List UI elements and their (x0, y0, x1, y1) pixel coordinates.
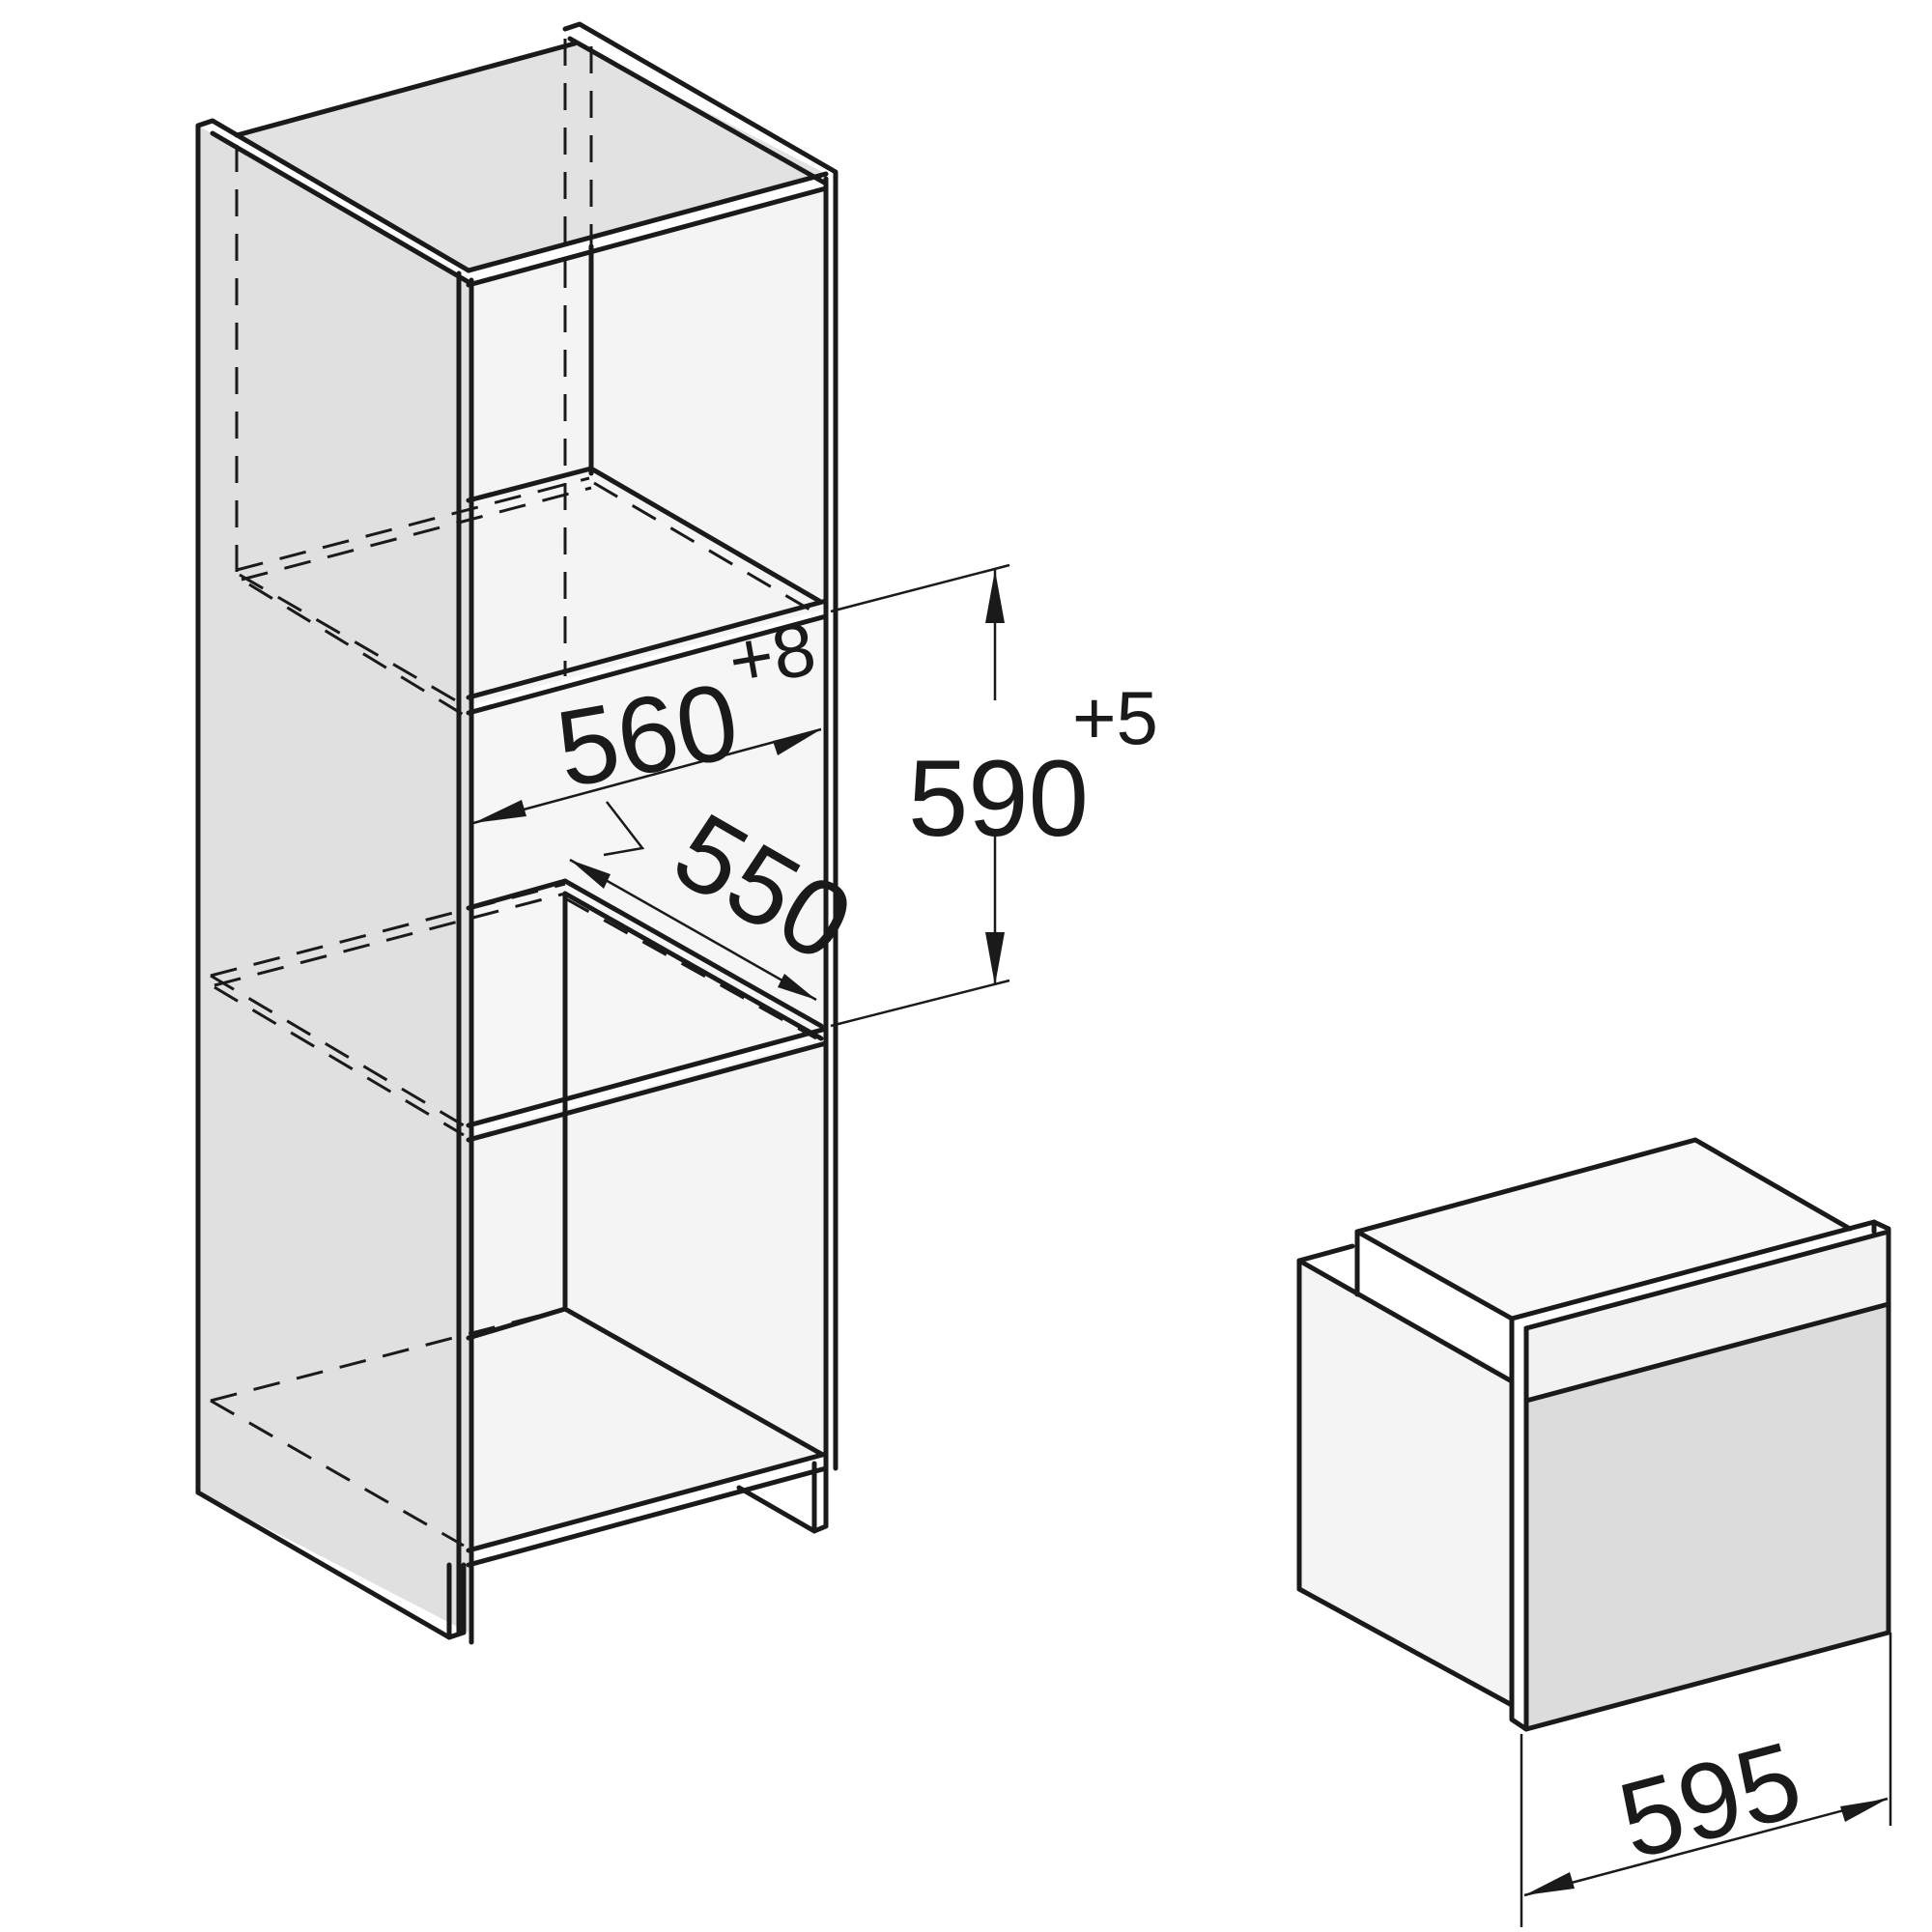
shelf-edge (466, 1026, 829, 1128)
appliance-front (1526, 1304, 1889, 1729)
cabinet-outline (195, 118, 471, 1495)
hidden-edge (213, 985, 465, 1137)
label-gap (974, 700, 1017, 836)
oven-niche (469, 618, 826, 1125)
dimension-line (472, 727, 822, 825)
shelf-edge (466, 613, 829, 716)
control-panel (1526, 1232, 1889, 1401)
oven-appliance (1296, 1137, 1891, 1732)
cabinet-outline (195, 1490, 467, 1640)
shelf-edge (466, 878, 568, 911)
appliance-outline (1354, 1137, 1853, 1297)
cabinet-outline (210, 130, 471, 285)
arrowhead (778, 974, 816, 1000)
niche-height-tolerance: +5 (1072, 675, 1158, 760)
appliance-outline (1296, 1586, 1515, 1708)
cabinet-outline (567, 36, 829, 186)
hidden-edge (236, 476, 590, 572)
appliance-outline (1296, 1258, 1515, 1384)
cabinet-outline (562, 21, 838, 1471)
cabinet-left-side (198, 126, 469, 1633)
base-edge (466, 1451, 829, 1553)
hidden-edge (241, 486, 592, 582)
appliance-outline (1523, 1229, 1891, 1331)
cabinet-outline (466, 171, 829, 273)
shelf-edge (466, 466, 594, 503)
shelf-edge (562, 891, 824, 1041)
arrowhead (985, 932, 1005, 985)
appliance-side (1299, 1261, 1512, 1705)
shelf-edge (466, 1040, 829, 1143)
hidden-edge (210, 974, 465, 1127)
shelf-edge (588, 466, 822, 604)
arrowhead (773, 729, 821, 755)
arrowhead (1840, 1799, 1888, 1822)
appliance-outline (1354, 1229, 1515, 1321)
base-edge (562, 1306, 824, 1457)
lower-compartment (469, 1038, 826, 1550)
shelf-edge (466, 598, 829, 700)
appliance-top (1357, 1140, 1850, 1319)
plinth (736, 1465, 829, 1534)
extension-line (830, 563, 1010, 613)
appliance-width-value: 595 (1607, 1719, 1813, 1882)
height-dimension: 590 +5 (830, 563, 1158, 1028)
hidden-edge (210, 1399, 465, 1548)
arrowhead (985, 570, 1005, 623)
leader-line (603, 801, 645, 857)
base-edge (466, 1306, 568, 1341)
cabinet-outline (466, 185, 829, 288)
upper-compartment (469, 188, 826, 705)
dimension-line (1523, 1797, 1889, 1897)
arrowhead (570, 860, 611, 889)
shelf-edge (562, 878, 824, 1029)
cabinet-outline (234, 41, 578, 138)
arrowhead (1524, 1872, 1575, 1895)
arrowhead (473, 800, 526, 823)
hidden-edge (210, 882, 566, 978)
control-panel-edge (1523, 1301, 1891, 1404)
base-edge (466, 1465, 829, 1568)
extension-line (830, 979, 1010, 1028)
niche-height-value: 590 (908, 738, 1089, 859)
hidden-edge (213, 892, 566, 987)
hidden-edge (210, 1307, 566, 1403)
niche-width-tolerance: +8 (723, 606, 822, 704)
tall-cabinet (195, 21, 838, 1645)
hidden-edge (564, 896, 817, 1040)
dimension-line (569, 858, 817, 1002)
